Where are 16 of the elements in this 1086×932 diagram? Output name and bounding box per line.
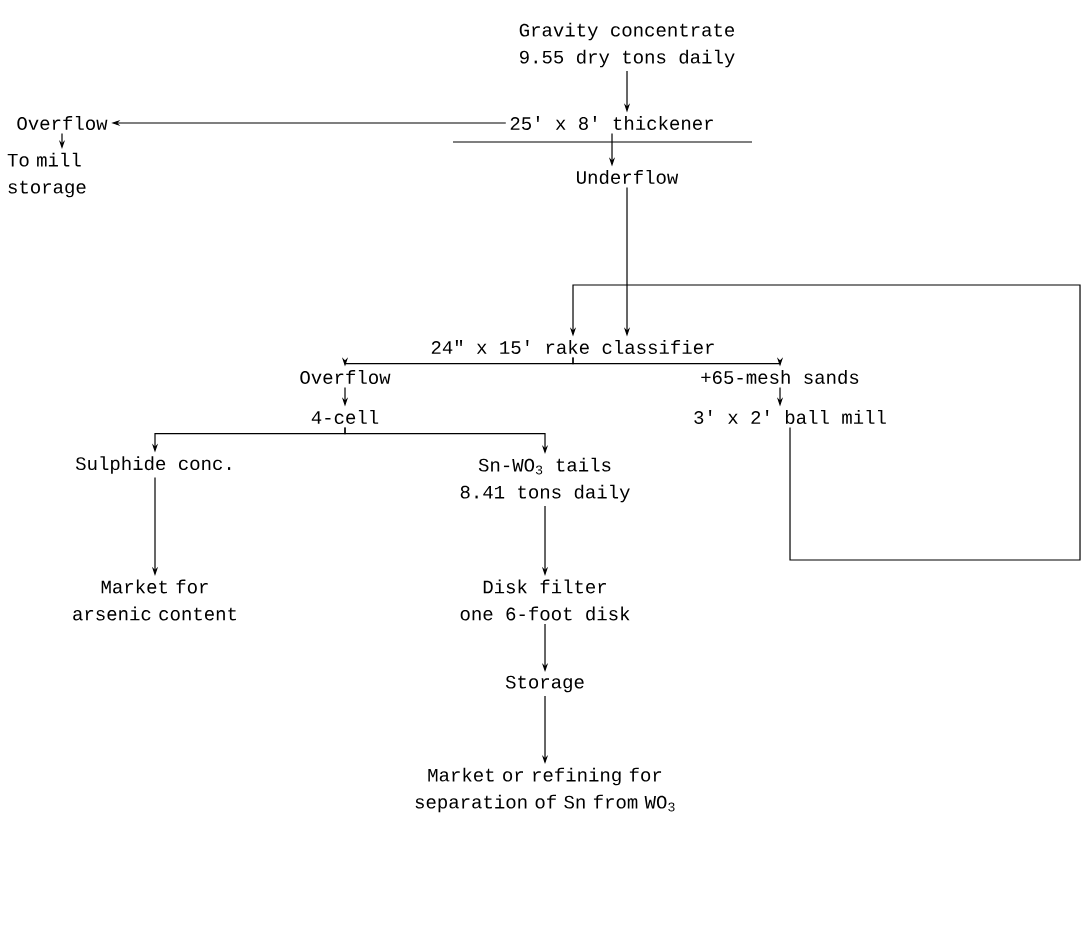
flow-label: To mill storage bbox=[7, 152, 86, 198]
flow-label: +65-mesh sands bbox=[701, 370, 859, 384]
equipment-label: 3' x 2' ball mill bbox=[694, 410, 886, 424]
flow-label: Overflow bbox=[17, 116, 108, 130]
flow-label: Market or refining for separation of Sn from WO$_{3}$ bbox=[415, 767, 675, 813]
flow-label: Gravity concentrate 9.55 dry tons daily bbox=[519, 22, 735, 68]
equipment-label: 4-cell bbox=[311, 410, 379, 424]
flow-label: Sn-WO$_{3}$ tails 8.41 tons daily bbox=[460, 457, 630, 503]
flow-label: Underflow bbox=[577, 170, 679, 184]
flow-label: Market for arsenic content bbox=[73, 579, 236, 621]
flow-label: Storage bbox=[505, 675, 584, 693]
flow-label: Overflow bbox=[300, 370, 391, 384]
equipment-label: Disk filter one 6-foot disk bbox=[460, 579, 630, 621]
flow-label: Sulphide conc. bbox=[75, 456, 231, 474]
equipment-label: 24" x 15' rake classifier bbox=[431, 340, 714, 354]
equipment-label: 25' x 8' thickener bbox=[510, 116, 713, 130]
